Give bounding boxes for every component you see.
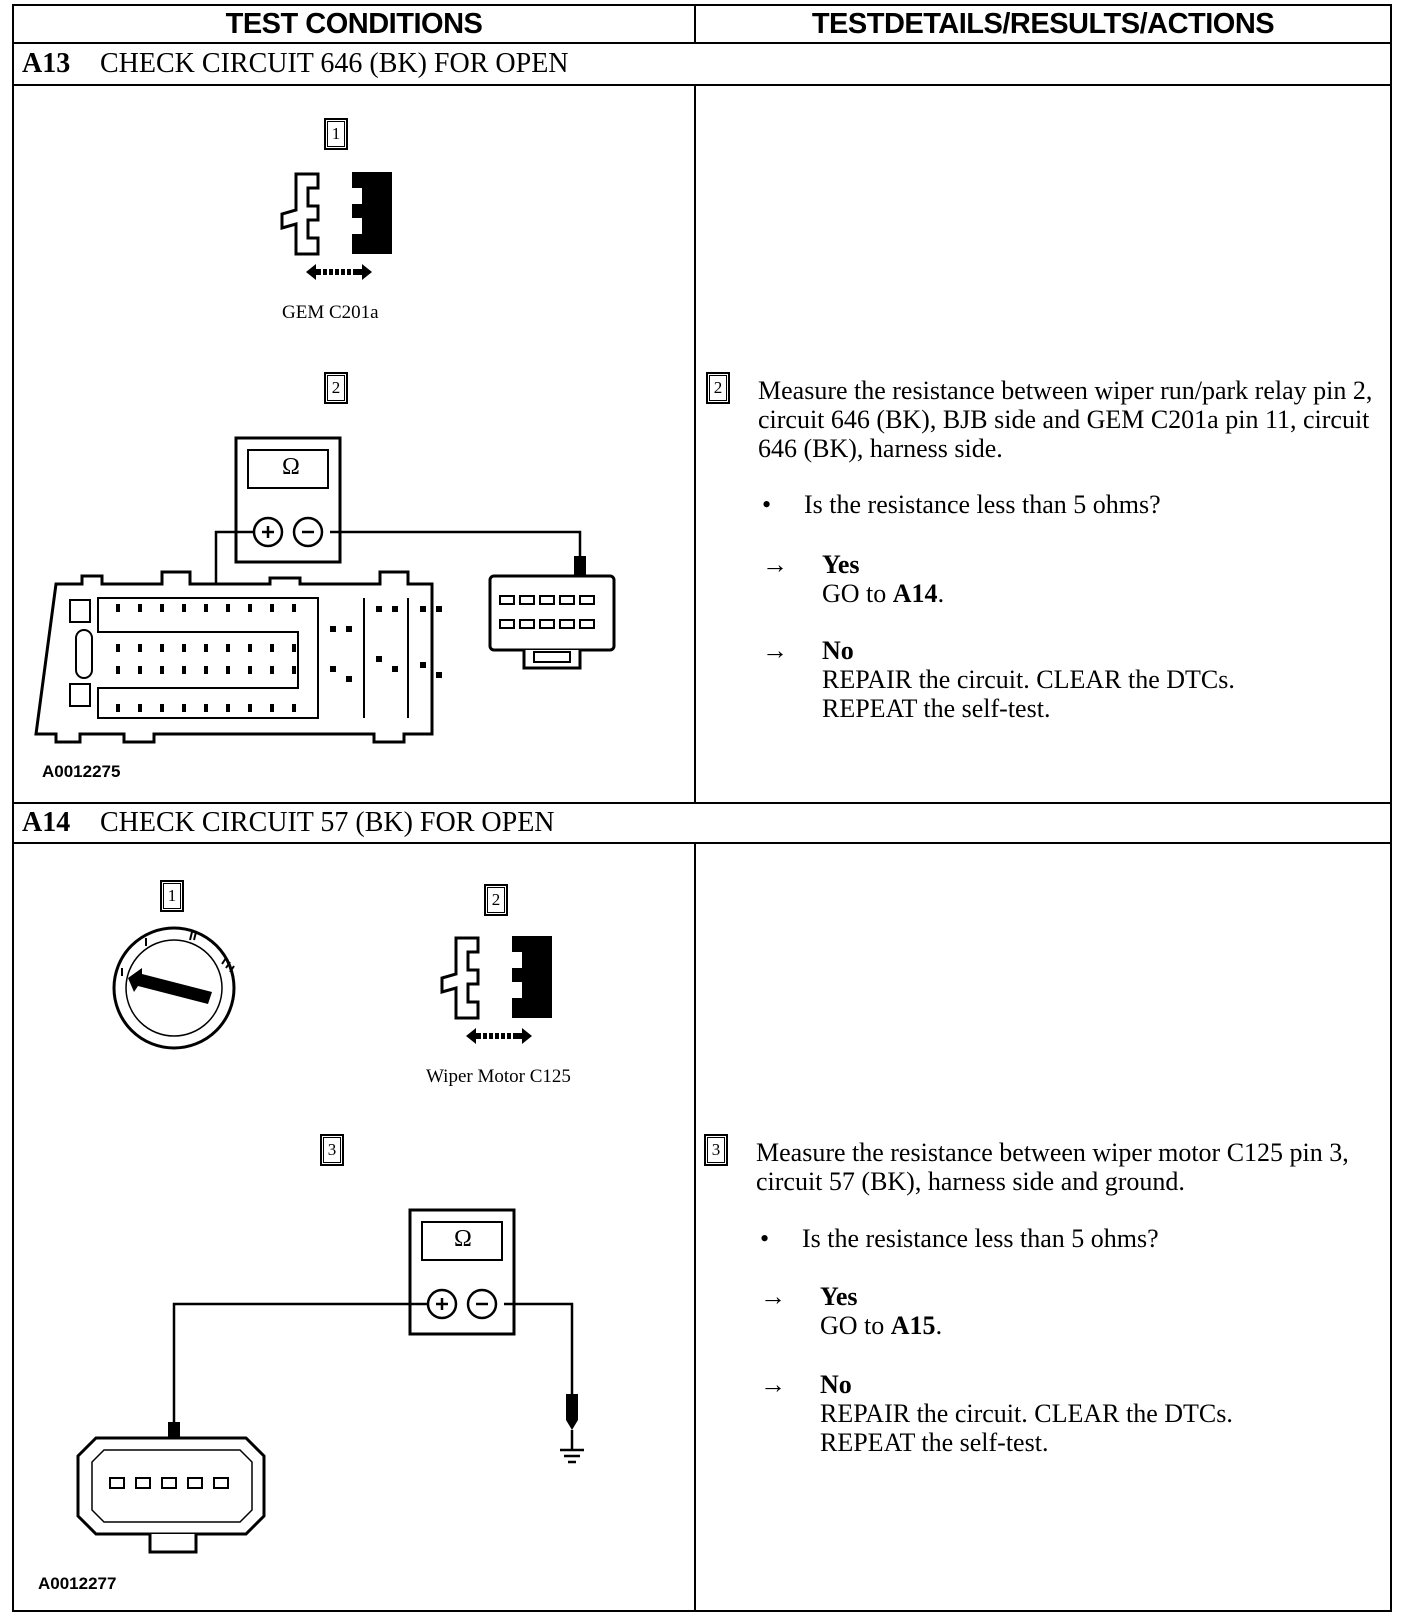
yes-response: Yes GO to A14. xyxy=(822,550,1362,608)
yes-label: Yes xyxy=(820,1282,858,1311)
a13-test-conditions-cell: 1 GEM C201a 2 Ω xyxy=(12,86,696,804)
relay-connector-icon xyxy=(488,574,616,670)
yes-action: GO to A15. xyxy=(820,1311,943,1340)
arrow-right-icon: → xyxy=(760,1370,786,1399)
section-title: CHECK CIRCUIT 57 (BK) FOR OPEN xyxy=(100,807,555,838)
ohmmeter-icon xyxy=(234,436,342,564)
a14-test-conditions-cell: 1 2 Wiper Motor C125 3 xyxy=(12,844,696,1612)
step-box-2: 2 xyxy=(706,372,730,404)
ohmmeter-icon xyxy=(408,1208,516,1336)
step-box-1: 1 xyxy=(160,880,184,912)
connector-disconnect-icon xyxy=(440,936,552,1044)
wiper-motor-connector-icon xyxy=(76,1436,266,1554)
step-box-3: 3 xyxy=(320,1134,344,1166)
bullet-icon: • xyxy=(762,490,772,519)
arrow-right-icon: → xyxy=(760,1282,786,1311)
no-label: No xyxy=(822,636,854,665)
no-action-1: REPAIR the circuit. CLEAR the DTCs. xyxy=(822,665,1235,694)
a13-test-details-cell: 2 Measure the resistance between wiper r… xyxy=(694,86,1392,804)
section-title-a13: A13 CHECK CIRCUIT 646 (BK) FOR OPEN xyxy=(12,44,1392,86)
section-code: A13 xyxy=(22,48,71,79)
diagnostic-table: TEST CONDITIONS TESTDETAILS/RESULTS/ACTI… xyxy=(12,4,1392,1612)
section-title-a14: A14 CHECK CIRCUIT 57 (BK) FOR OPEN xyxy=(12,802,1392,844)
figure-id: A0012275 xyxy=(42,762,121,781)
yes-action: GO to A14. xyxy=(822,579,945,608)
question-text: Is the resistance less than 5 ohms? xyxy=(802,1224,1159,1253)
yes-response: Yes GO to A15. xyxy=(820,1282,1360,1340)
no-label: No xyxy=(820,1370,852,1399)
no-response: No REPAIR the circuit. CLEAR the DTCs. R… xyxy=(820,1370,1370,1457)
arrow-right-icon: → xyxy=(762,550,788,579)
ignition-switch-icon xyxy=(112,926,236,1050)
arrow-right-icon: → xyxy=(762,636,788,665)
section-title: CHECK CIRCUIT 646 (BK) FOR OPEN xyxy=(100,48,569,79)
step-instruction: Measure the resistance between wiper mot… xyxy=(756,1138,1349,1196)
ohm-symbol: Ω xyxy=(282,454,300,480)
connector-caption: Wiper Motor C125 xyxy=(426,1066,571,1087)
connector-disconnect-icon xyxy=(280,172,392,280)
step-instruction: Measure the resistance between wiper run… xyxy=(758,376,1373,463)
no-action-2: REPEAT the self-test. xyxy=(820,1428,1049,1457)
header-test-conditions: TEST CONDITIONS xyxy=(12,4,696,44)
no-action-1: REPAIR the circuit. CLEAR the DTCs. xyxy=(820,1399,1233,1428)
goto-link[interactable]: A15 xyxy=(890,1311,936,1340)
question-text: Is the resistance less than 5 ohms? xyxy=(804,490,1161,519)
ohm-symbol: Ω xyxy=(454,1226,472,1252)
a14-test-details-cell: 3 Measure the resistance between wiper m… xyxy=(694,844,1392,1612)
bullet-icon: • xyxy=(760,1224,770,1253)
gem-module-icon xyxy=(34,570,442,744)
figure-id: A0012277 xyxy=(38,1574,117,1593)
yes-label: Yes xyxy=(822,550,860,579)
step-box-3: 3 xyxy=(704,1134,728,1166)
step-box-1: 1 xyxy=(324,118,348,150)
section-code: A14 xyxy=(22,807,71,838)
goto-link[interactable]: A14 xyxy=(892,579,938,608)
no-action-2: REPEAT the self-test. xyxy=(822,694,1051,723)
connector-caption: GEM C201a xyxy=(282,302,379,323)
step-box-2: 2 xyxy=(324,372,348,404)
step-box-2: 2 xyxy=(484,884,508,916)
header-test-details: TESTDETAILS/RESULTS/ACTIONS xyxy=(694,4,1392,44)
no-response: No REPAIR the circuit. CLEAR the DTCs. R… xyxy=(822,636,1372,723)
